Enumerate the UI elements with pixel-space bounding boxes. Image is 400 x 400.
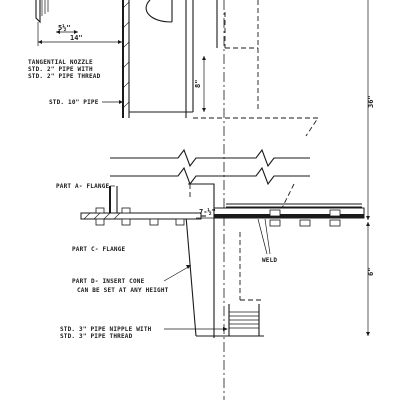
dim-14-text: 14" — [70, 34, 83, 42]
dimension-8: 8" — [194, 56, 206, 112]
part-a-flange-label: PART A- FLANGE — [56, 183, 115, 190]
std-3-pipe-line2: STD. 3" PIPE THREAD — [60, 333, 133, 340]
dim-6-text: 6" — [367, 268, 375, 276]
dim-7-5-text: 7-½" — [199, 208, 216, 216]
std-3-pipe-line1: STD. 3" PIPE NIPPLE WITH — [60, 326, 152, 333]
std-10-pipe-drawing — [110, 0, 319, 186]
dim-8-text: 8" — [194, 80, 202, 88]
part-a-flange-text: PART A- FLANGE — [56, 183, 110, 190]
part-c-flange-label: PART C- FLANGE — [72, 246, 126, 253]
tangential-nozzle-line1: TANGENTIAL NOZZLE — [28, 59, 93, 66]
dim-5-5-text: 5½" — [58, 24, 71, 32]
flange-assembly-drawing — [80, 183, 365, 338]
std-10-pipe-text: STD. 10" PIPE — [49, 99, 99, 106]
tangential-nozzle-line3: STD. 2" PIPE THREAD — [28, 73, 101, 80]
dimension-36: 36" — [366, 0, 375, 220]
dim-36-text: 36" — [367, 95, 375, 108]
tangential-nozzle-line2: STD. 2" PIPE WITH — [28, 66, 93, 73]
dimension-5-5: 5½" — [56, 24, 78, 34]
weld-label: WELD — [257, 218, 277, 264]
dimension-14: 14" — [37, 22, 122, 46]
part-c-flange-text: PART C- FLANGE — [72, 246, 126, 253]
dimension-7-5: 7-½" — [196, 208, 222, 219]
part-d-line1: PART D- INSERT CONE — [72, 278, 145, 285]
tangential-nozzle-drawing — [35, 0, 173, 24]
tangential-nozzle-label: TANGENTIAL NOZZLE STD. 2" PIPE WITH STD.… — [28, 59, 101, 80]
std-3-pipe-nipple-label: STD. 3" PIPE NIPPLE WITH STD. 3" PIPE TH… — [60, 326, 228, 340]
std-10-pipe-label: STD. 10" PIPE — [49, 99, 123, 106]
part-d-insert-cone-label: PART D- INSERT CONE CAN BE SET AT ANY HE… — [72, 265, 191, 294]
dimension-6: 6" — [366, 222, 375, 336]
part-d-line2: CAN BE SET AT ANY HEIGHT — [77, 287, 169, 294]
weld-text: WELD — [262, 257, 277, 264]
